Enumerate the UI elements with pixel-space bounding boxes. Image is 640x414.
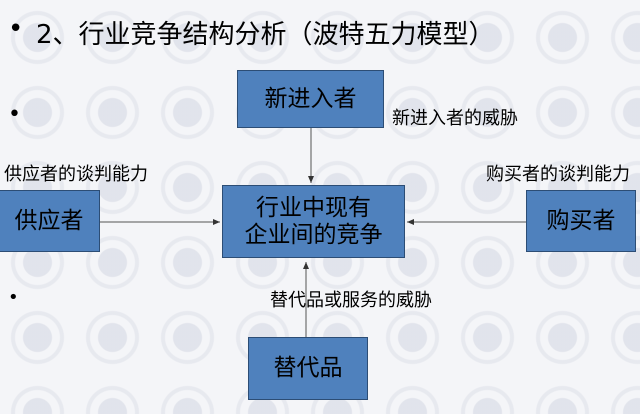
suppliers-box: 供应者: [0, 190, 100, 252]
rivalry-label-line1: 行业中现有: [256, 195, 371, 222]
slide-title: 2、行业竞争结构分析（波特五力模型）: [36, 20, 495, 50]
supplier-power-label: 供应者的谈判能力: [4, 164, 148, 185]
substitutes-label: 替代品: [273, 355, 343, 382]
buyers-box: 购买者: [526, 190, 636, 252]
entrants-threat-label: 新进入者的威胁: [392, 108, 518, 129]
new-entrants-label: 新进入者: [264, 85, 357, 112]
substitute-threat-label: 替代品或服务的威胁: [270, 290, 432, 311]
new-entrants-box: 新进入者: [237, 70, 384, 128]
bullet: •: [8, 102, 21, 127]
rivalry-label-line2: 企业间的竞争: [244, 221, 383, 248]
buyers-label: 购买者: [546, 207, 616, 234]
suppliers-label: 供应者: [14, 207, 84, 234]
substitutes-box: 替代品: [248, 337, 368, 400]
industry-rivalry-box: 行业中现有企业间的竞争: [222, 185, 405, 258]
bullet: •: [8, 287, 19, 308]
buyer-power-label: 购买者的谈判能力: [486, 164, 630, 185]
title-bullet: •: [8, 14, 24, 44]
